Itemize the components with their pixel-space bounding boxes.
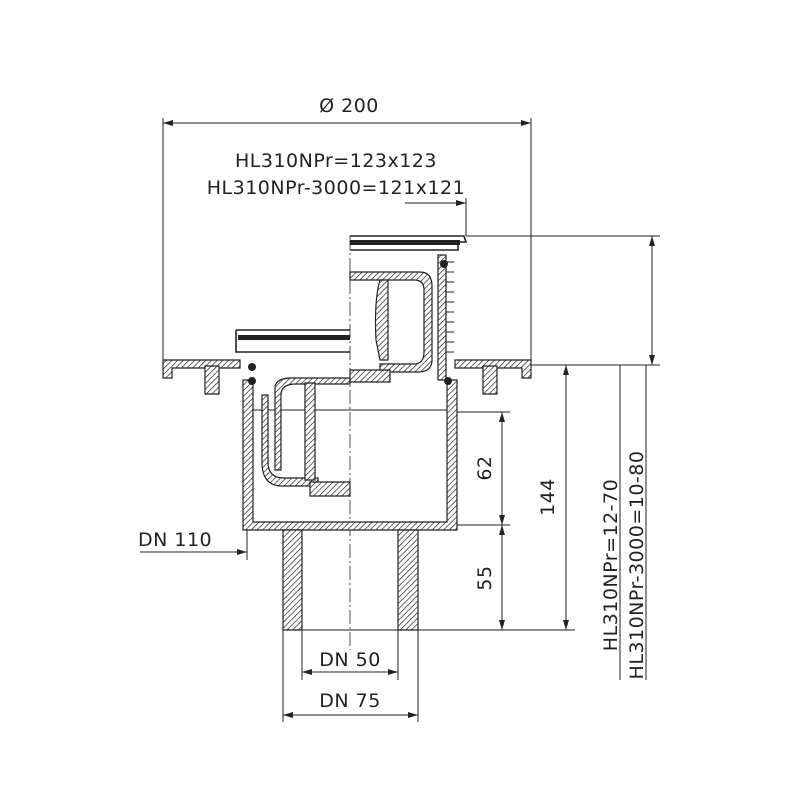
diameter-label: Ø 200 xyxy=(319,95,379,117)
dimension-dn110: DN 110 xyxy=(138,529,248,560)
dn50-label: DN 50 xyxy=(319,649,381,671)
dimension-trap-depth: 62 xyxy=(457,411,510,526)
trap-right xyxy=(248,235,468,385)
grate-size-label-1: HL310NPr=123x123 xyxy=(235,150,437,172)
height-range-label-1: HL310NPr=12-70 xyxy=(600,479,622,651)
dimension-total-height: 144 xyxy=(418,365,575,631)
dimension-dn75: DN 75 xyxy=(282,630,419,722)
outlet-length-label: 55 xyxy=(474,565,496,590)
dimension-height-range: HL310NPr=12-70 HL310NPr-3000=10-80 xyxy=(466,235,660,680)
height-range-label-2: HL310NPr-3000=10-80 xyxy=(626,451,648,680)
total-height-label: 144 xyxy=(537,478,559,516)
dimension-outlet-length: 55 xyxy=(474,525,505,630)
flange xyxy=(162,359,532,395)
dimension-dn50: DN 50 xyxy=(301,630,399,680)
grate-size-label-2: HL310NPr-3000=121x121 xyxy=(207,177,465,199)
outlet-pipe xyxy=(282,529,419,631)
ribbed-extension xyxy=(446,261,454,353)
dn110-label: DN 110 xyxy=(138,529,212,551)
grate-size-leader xyxy=(405,198,467,236)
dn75-label: DN 75 xyxy=(319,690,381,712)
dimension-diameter: Ø 200 xyxy=(162,95,532,362)
trap-left xyxy=(235,329,351,497)
trap-depth-label: 62 xyxy=(474,455,496,480)
